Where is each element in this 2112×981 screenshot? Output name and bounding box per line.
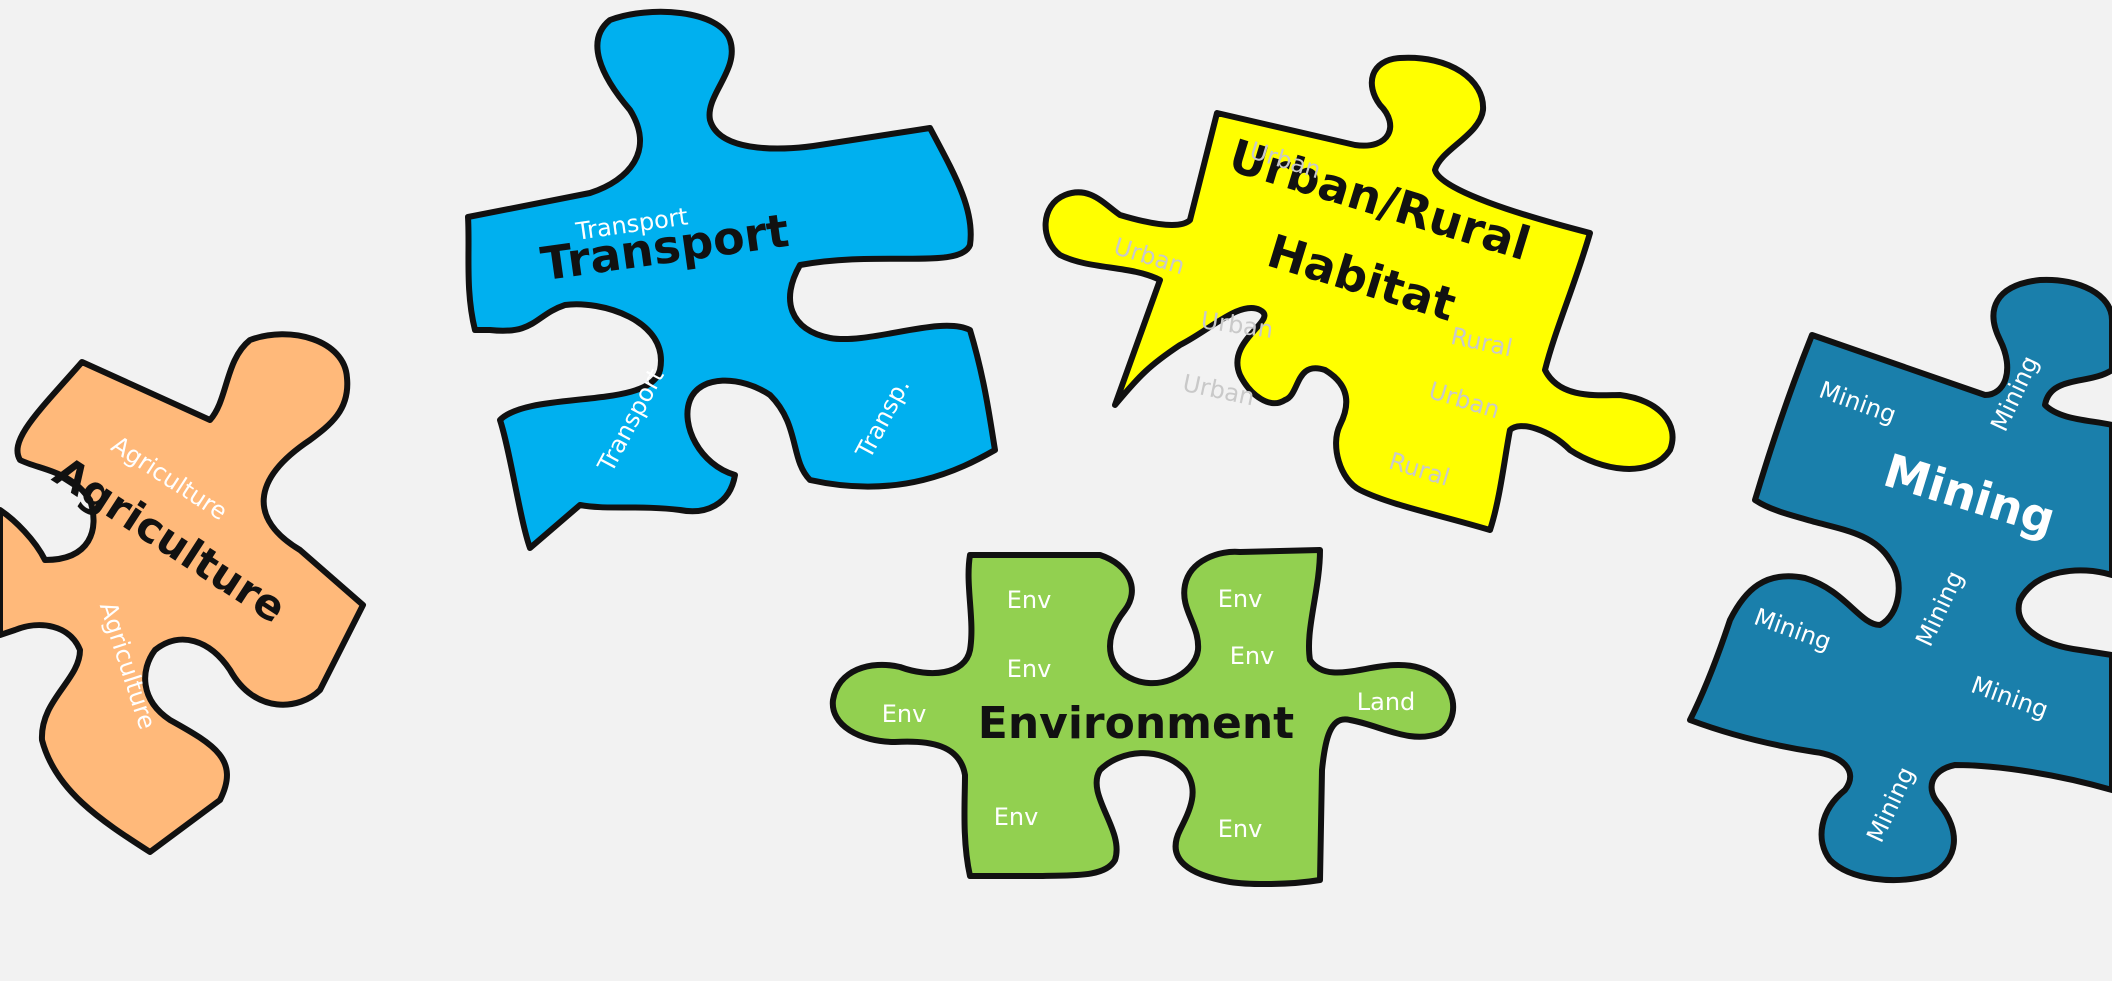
land-tag: Land [1357,688,1416,716]
environment-tag: Env [1007,586,1052,614]
environment-piece-shape [829,547,1456,888]
urban-rural-piece: Urban/Rural Habitat Urban Urban Urban Ur… [1042,54,1676,533]
transport-piece: Transport Transport Transport Transp. [465,8,998,551]
agriculture-piece: Agriculture Agriculture Agriculture [0,331,366,855]
transport-piece-shape [465,8,998,551]
environment-title: Environment [978,698,1294,749]
agriculture-piece-shape [0,331,366,855]
environment-tag: Env [1218,815,1263,843]
environment-tag: Env [1230,642,1275,670]
environment-tag: Env [994,803,1039,831]
mining-piece: Mining Mining Mining Mining Mining Minin… [1687,276,2112,883]
environment-tag: Env [1007,655,1052,683]
urban-rural-piece-shape [1042,54,1676,533]
environment-tag: Env [882,700,927,728]
environment-tag: Env [1218,585,1263,613]
mining-piece-shape [1687,276,2112,883]
environment-piece: Environment Env Env Env Env Env Env Env … [829,547,1456,888]
